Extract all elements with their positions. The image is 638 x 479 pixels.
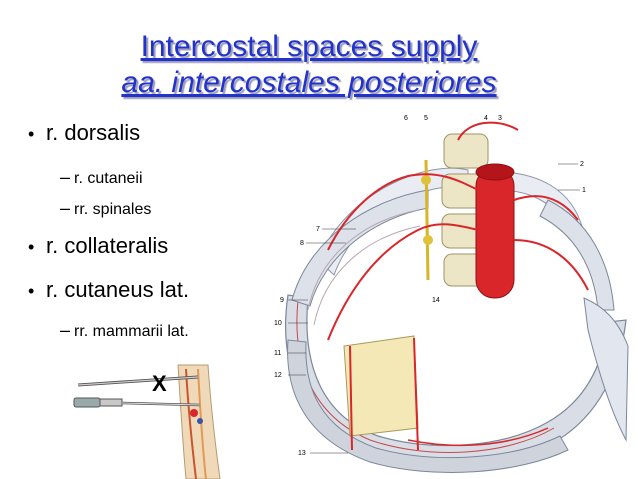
figure-label: 14 [432,297,440,304]
dash-icon: – [60,167,71,187]
bullet-dot-icon: • [28,124,35,144]
needle-illustration: X [73,364,221,479]
svg-text:X: X [152,371,167,396]
bullet-dot-icon: • [28,237,35,257]
figure-label: 11 [274,350,281,357]
figure-label: 5 [424,115,428,122]
bullet-text: r. dorsalis [46,120,141,145]
bullet-dot-icon: • [28,281,35,301]
slide-title: Intercostal spaces supply [140,30,478,63]
sub-bullet-text: rr. spinales [74,201,152,218]
sub-bullet-item: –r. cutaneii [60,167,143,188]
bullet-item: • r. cutaneus lat. [28,277,189,303]
bullet-text: r. collateralis [46,233,169,258]
figure-label: 2 [580,161,584,168]
bullet-item: • r. collateralis [28,233,168,259]
dash-icon: – [60,198,71,218]
figure-label: 12 [274,372,282,379]
figure-label: 6 [404,115,408,122]
intercostal-arteries-figure: 6 5 4 3 2 1 7 8 14 9 10 11 12 13 [274,115,629,473]
bullet-text: r. cutaneus lat. [46,277,190,302]
figure-label: 8 [300,240,304,247]
figure-label: 13 [298,450,306,457]
sub-bullet-text: r. cutaneii [74,170,143,187]
bullet-item: • r. dorsalis [28,120,140,146]
figure-label: 9 [280,297,284,304]
sub-bullet-item: –rr. spinales [60,198,151,219]
figure-label: 4 [484,115,488,122]
dash-icon: – [60,320,71,340]
figure-label: 3 [498,115,502,122]
figure-label: 1 [582,187,586,194]
figure-label: 7 [316,226,320,233]
sub-bullet-text: rr. mammarii lat. [74,323,189,340]
slide-subtitle: aa. intercostales posteriores [121,66,497,99]
figure-label: 10 [274,320,282,327]
sub-bullet-item: –rr. mammarii lat. [60,320,189,341]
